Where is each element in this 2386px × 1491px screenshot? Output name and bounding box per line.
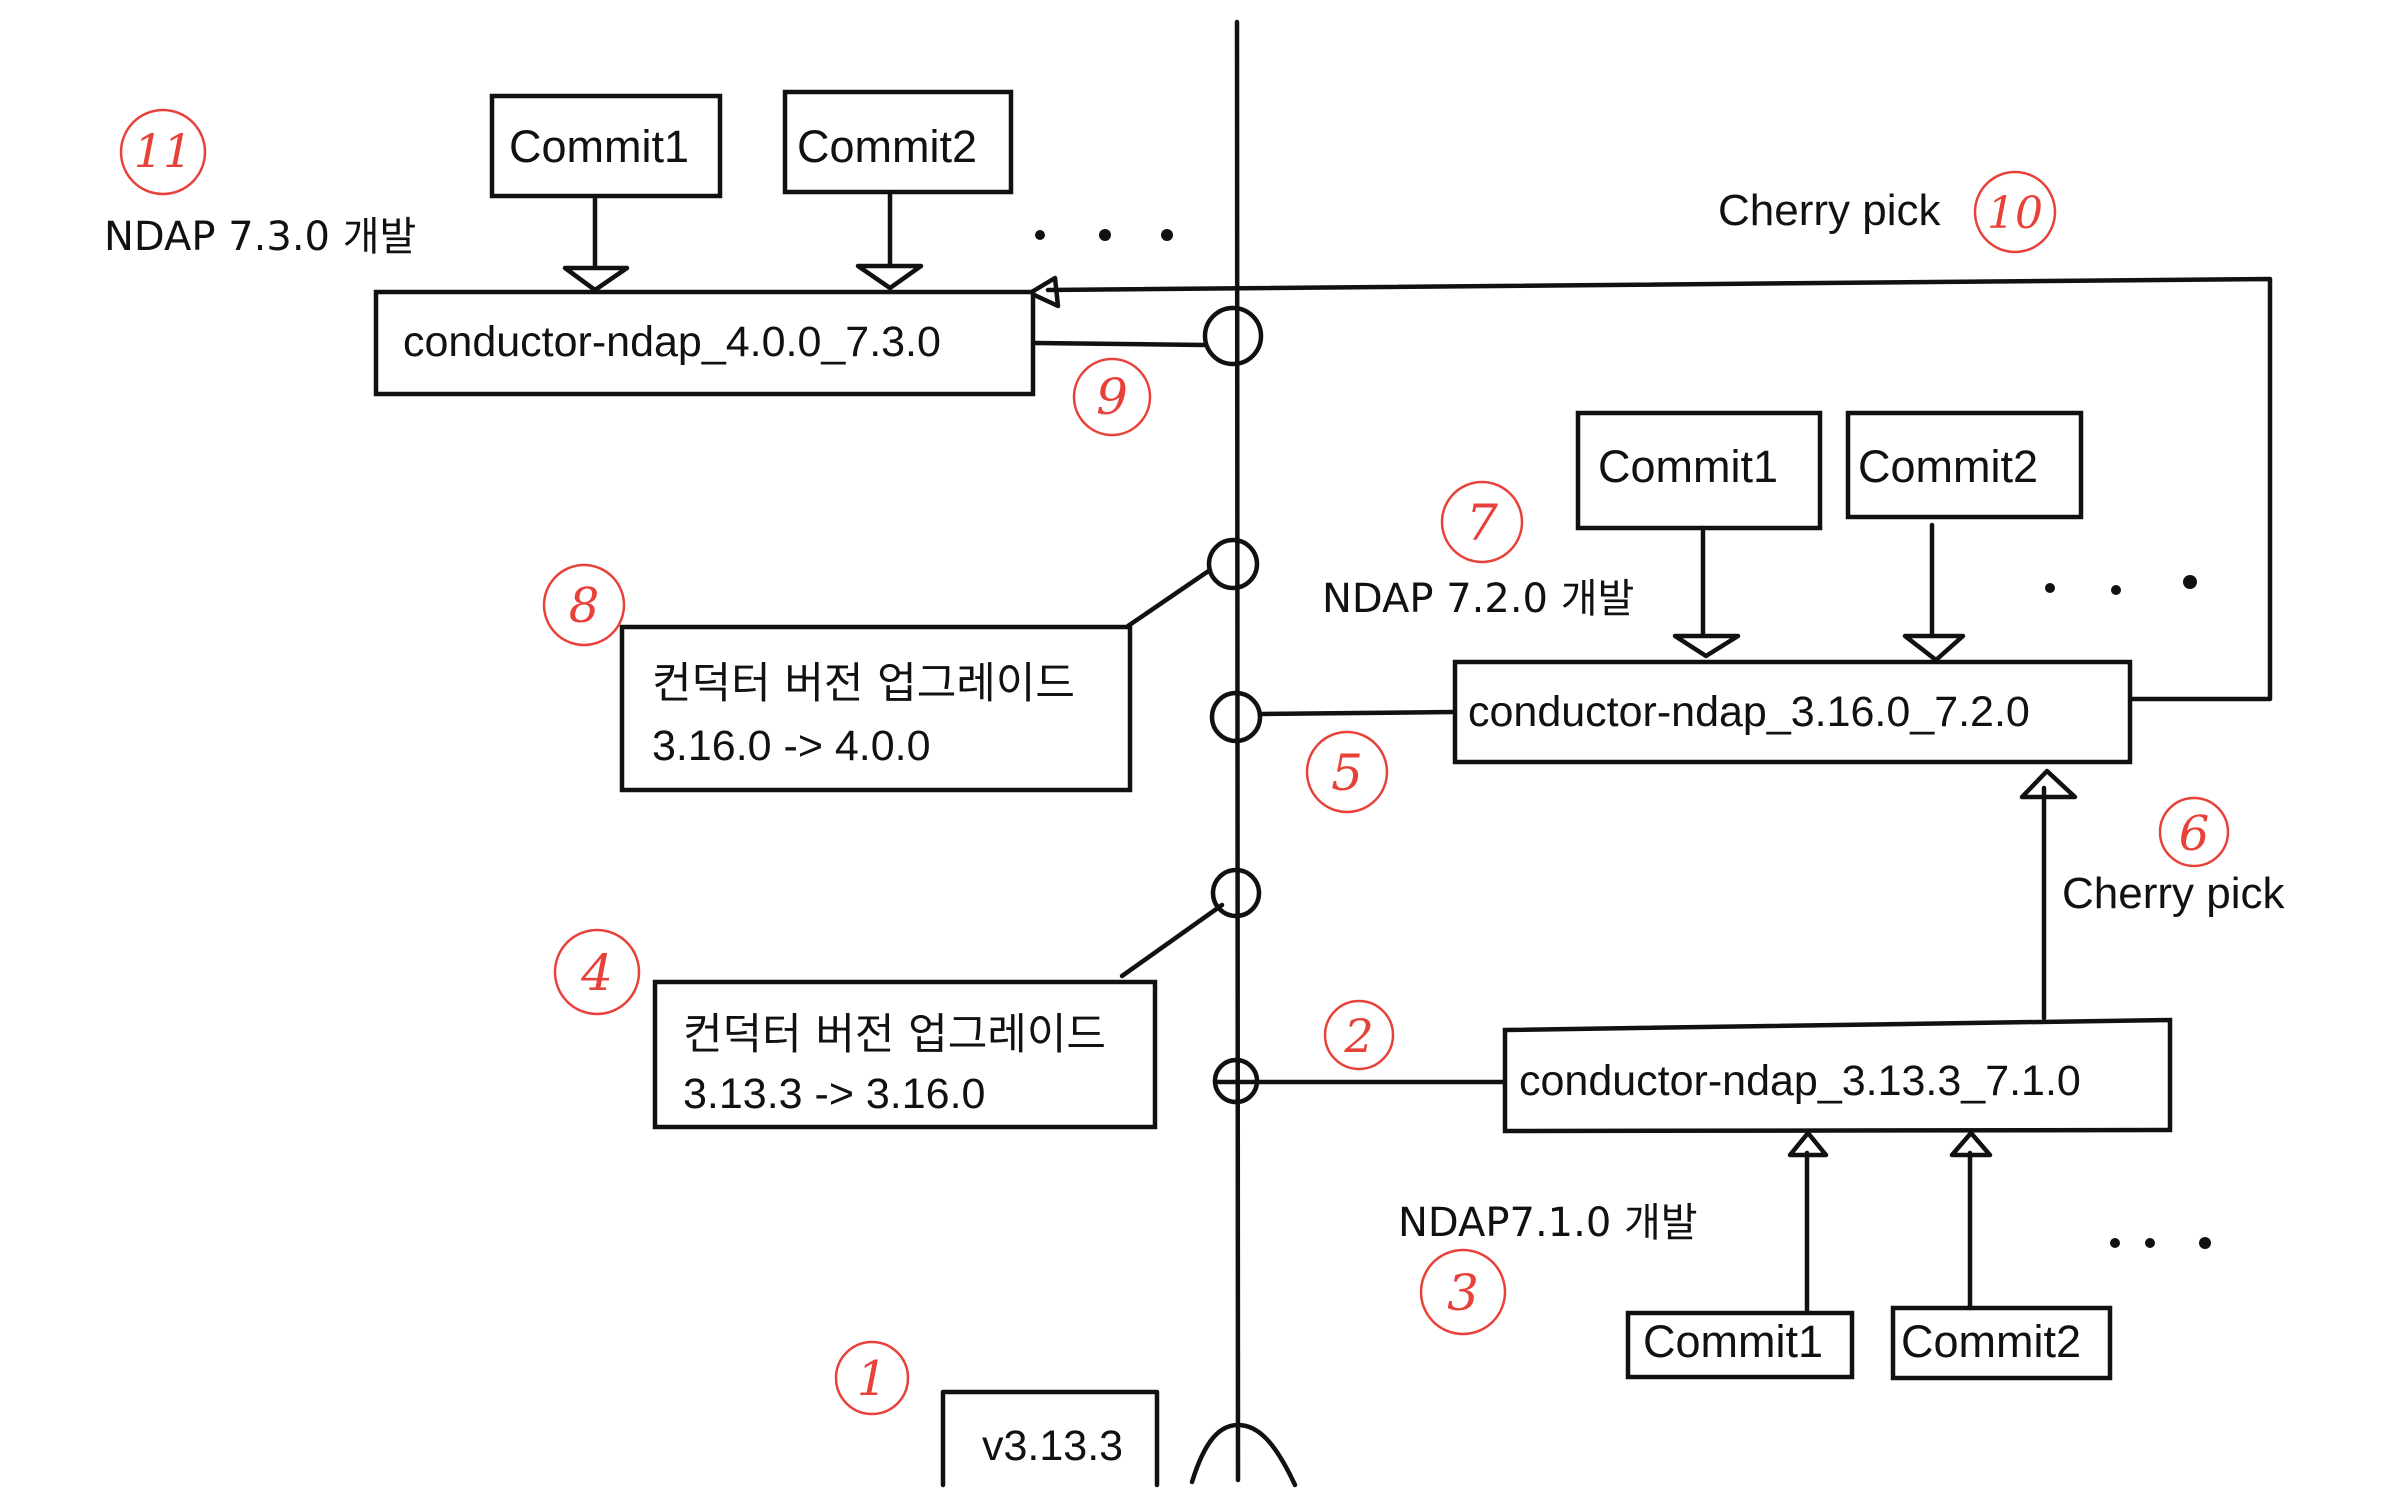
svg-text:1: 1	[857, 1351, 888, 1407]
commit1-box-7-1-0	[1625, 1310, 1855, 1380]
commit2-box-7-3-0	[782, 89, 1014, 195]
commit1-label-7-2-0: Commit1	[1598, 441, 1778, 492]
svg-text:4: 4	[580, 944, 613, 1002]
branch-label-7-2-0: conductor-ndap_3.16.0_7.2.0	[1468, 688, 2030, 736]
cherry-pick-line-10	[1045, 276, 2273, 702]
main-trunk-line	[1234, 19, 1241, 1483]
commit2-box-7-2-0	[1845, 410, 2084, 520]
step-marker-11: 11	[119, 108, 207, 196]
ellipsis-dot	[2045, 583, 2055, 593]
step-marker-1: 1	[834, 1340, 910, 1416]
step-marker-4: 4	[553, 928, 641, 1016]
commit2-label-7-1-0: Commit2	[1901, 1316, 2081, 1367]
svg-text:11: 11	[134, 124, 193, 178]
step-marker-2: 2	[1323, 999, 1395, 1071]
commit2-arrow-7-3-0	[855, 191, 924, 291]
step-marker-3: 3	[1419, 1248, 1507, 1336]
cherry-pick-arrowhead-6	[2019, 768, 2078, 800]
svg-text:2: 2	[1343, 1009, 1373, 1063]
connector-upgrade2	[1119, 902, 1225, 979]
step-marker-9: 9	[1072, 357, 1152, 437]
commit2-label-7-3-0: Commit2	[797, 121, 977, 172]
commit1-arrow-7-2-0	[1672, 525, 1741, 659]
connector-b730	[1032, 340, 1208, 348]
trunk-node-8	[1206, 537, 1260, 591]
commit2-box-7-1-0	[1890, 1305, 2113, 1381]
svg-text:7: 7	[1466, 494, 1498, 552]
commit1-box-7-2-0	[1575, 410, 1823, 531]
ellipsis-dot	[1035, 230, 1045, 240]
ellipsis-dot	[2111, 585, 2121, 595]
trunk-node-4	[1210, 867, 1262, 919]
dev-label-7-1-0: NDAP7.1.0 개발	[1398, 1200, 1698, 1246]
svg-text:9: 9	[1096, 368, 1128, 426]
cherry-pick-label-10: Cherry pick	[1718, 186, 1941, 235]
commit1-arrow-7-1-0	[1787, 1130, 1829, 1315]
commit1-arrow-7-3-0	[562, 195, 630, 293]
ellipsis-dot	[2110, 1238, 2120, 1248]
ellipsis-dot	[2199, 1237, 2211, 1249]
commit1-box-7-3-0	[489, 93, 723, 199]
ellipsis-dot	[2145, 1238, 2155, 1248]
commit1-label-7-1-0: Commit1	[1643, 1316, 1823, 1367]
svg-text:5: 5	[1331, 744, 1363, 802]
upgrade-box-2	[652, 979, 1158, 1130]
upgrade-box-1	[619, 624, 1133, 793]
upgrade-detail-2: 3.13.3 -> 3.16.0	[683, 1070, 985, 1118]
cherry-pick-label-6: Cherry pick	[2062, 869, 2285, 918]
cherry-pick-arrowhead-10	[1027, 275, 1061, 309]
trunk-node-9	[1202, 305, 1264, 367]
svg-text:8: 8	[569, 578, 600, 634]
svg-text:6: 6	[2179, 806, 2210, 862]
dev-label-7-3-0: NDAP 7.3.0 개발	[104, 214, 416, 260]
branch-label-7-3-0: conductor-ndap_4.0.0_7.3.0	[403, 318, 941, 366]
ellipsis-dot	[1099, 229, 1111, 241]
dev-label-7-2-0: NDAP 7.2.0 개발	[1322, 576, 1634, 622]
commit2-label-7-2-0: Commit2	[1858, 441, 2038, 492]
commit2-arrow-7-2-0	[1902, 522, 1966, 663]
step-marker-7: 7	[1440, 480, 1524, 564]
step-marker-5: 5	[1305, 730, 1389, 814]
ellipsis-dot	[1161, 229, 1173, 241]
trunk-node-5	[1209, 690, 1263, 744]
ellipsis-dot	[2183, 575, 2197, 589]
upgrade-title-2: 컨덕터 버전 업그레이드	[683, 1010, 1106, 1060]
step-marker-6: 6	[2158, 796, 2230, 868]
step-marker-10: 10	[1973, 170, 2057, 254]
commit2-arrow-7-1-0	[1949, 1130, 1993, 1311]
commit1-label-7-3-0: Commit1	[509, 121, 689, 172]
branch-box-7-1-0	[1502, 1017, 2173, 1134]
base-tag-box	[940, 1389, 1160, 1488]
trunk-base-arch	[1189, 1422, 1298, 1488]
svg-text:10: 10	[1987, 188, 2043, 239]
connector-upgrade1	[1125, 567, 1213, 629]
step-marker-8: 8	[542, 563, 626, 647]
base-tag-label: v3.13.3	[982, 1422, 1123, 1470]
upgrade-detail-1: 3.16.0 -> 4.0.0	[652, 722, 931, 770]
connector-b720	[1257, 709, 1458, 717]
upgrade-title-1: 컨덕터 버전 업그레이드	[652, 659, 1075, 709]
svg-text:3: 3	[1447, 1264, 1479, 1322]
branch-label-7-1-0: conductor-ndap_3.13.3_7.1.0	[1519, 1057, 2081, 1105]
branch-box-7-2-0	[1452, 659, 2133, 765]
branch-box-7-3-0	[373, 289, 1036, 397]
